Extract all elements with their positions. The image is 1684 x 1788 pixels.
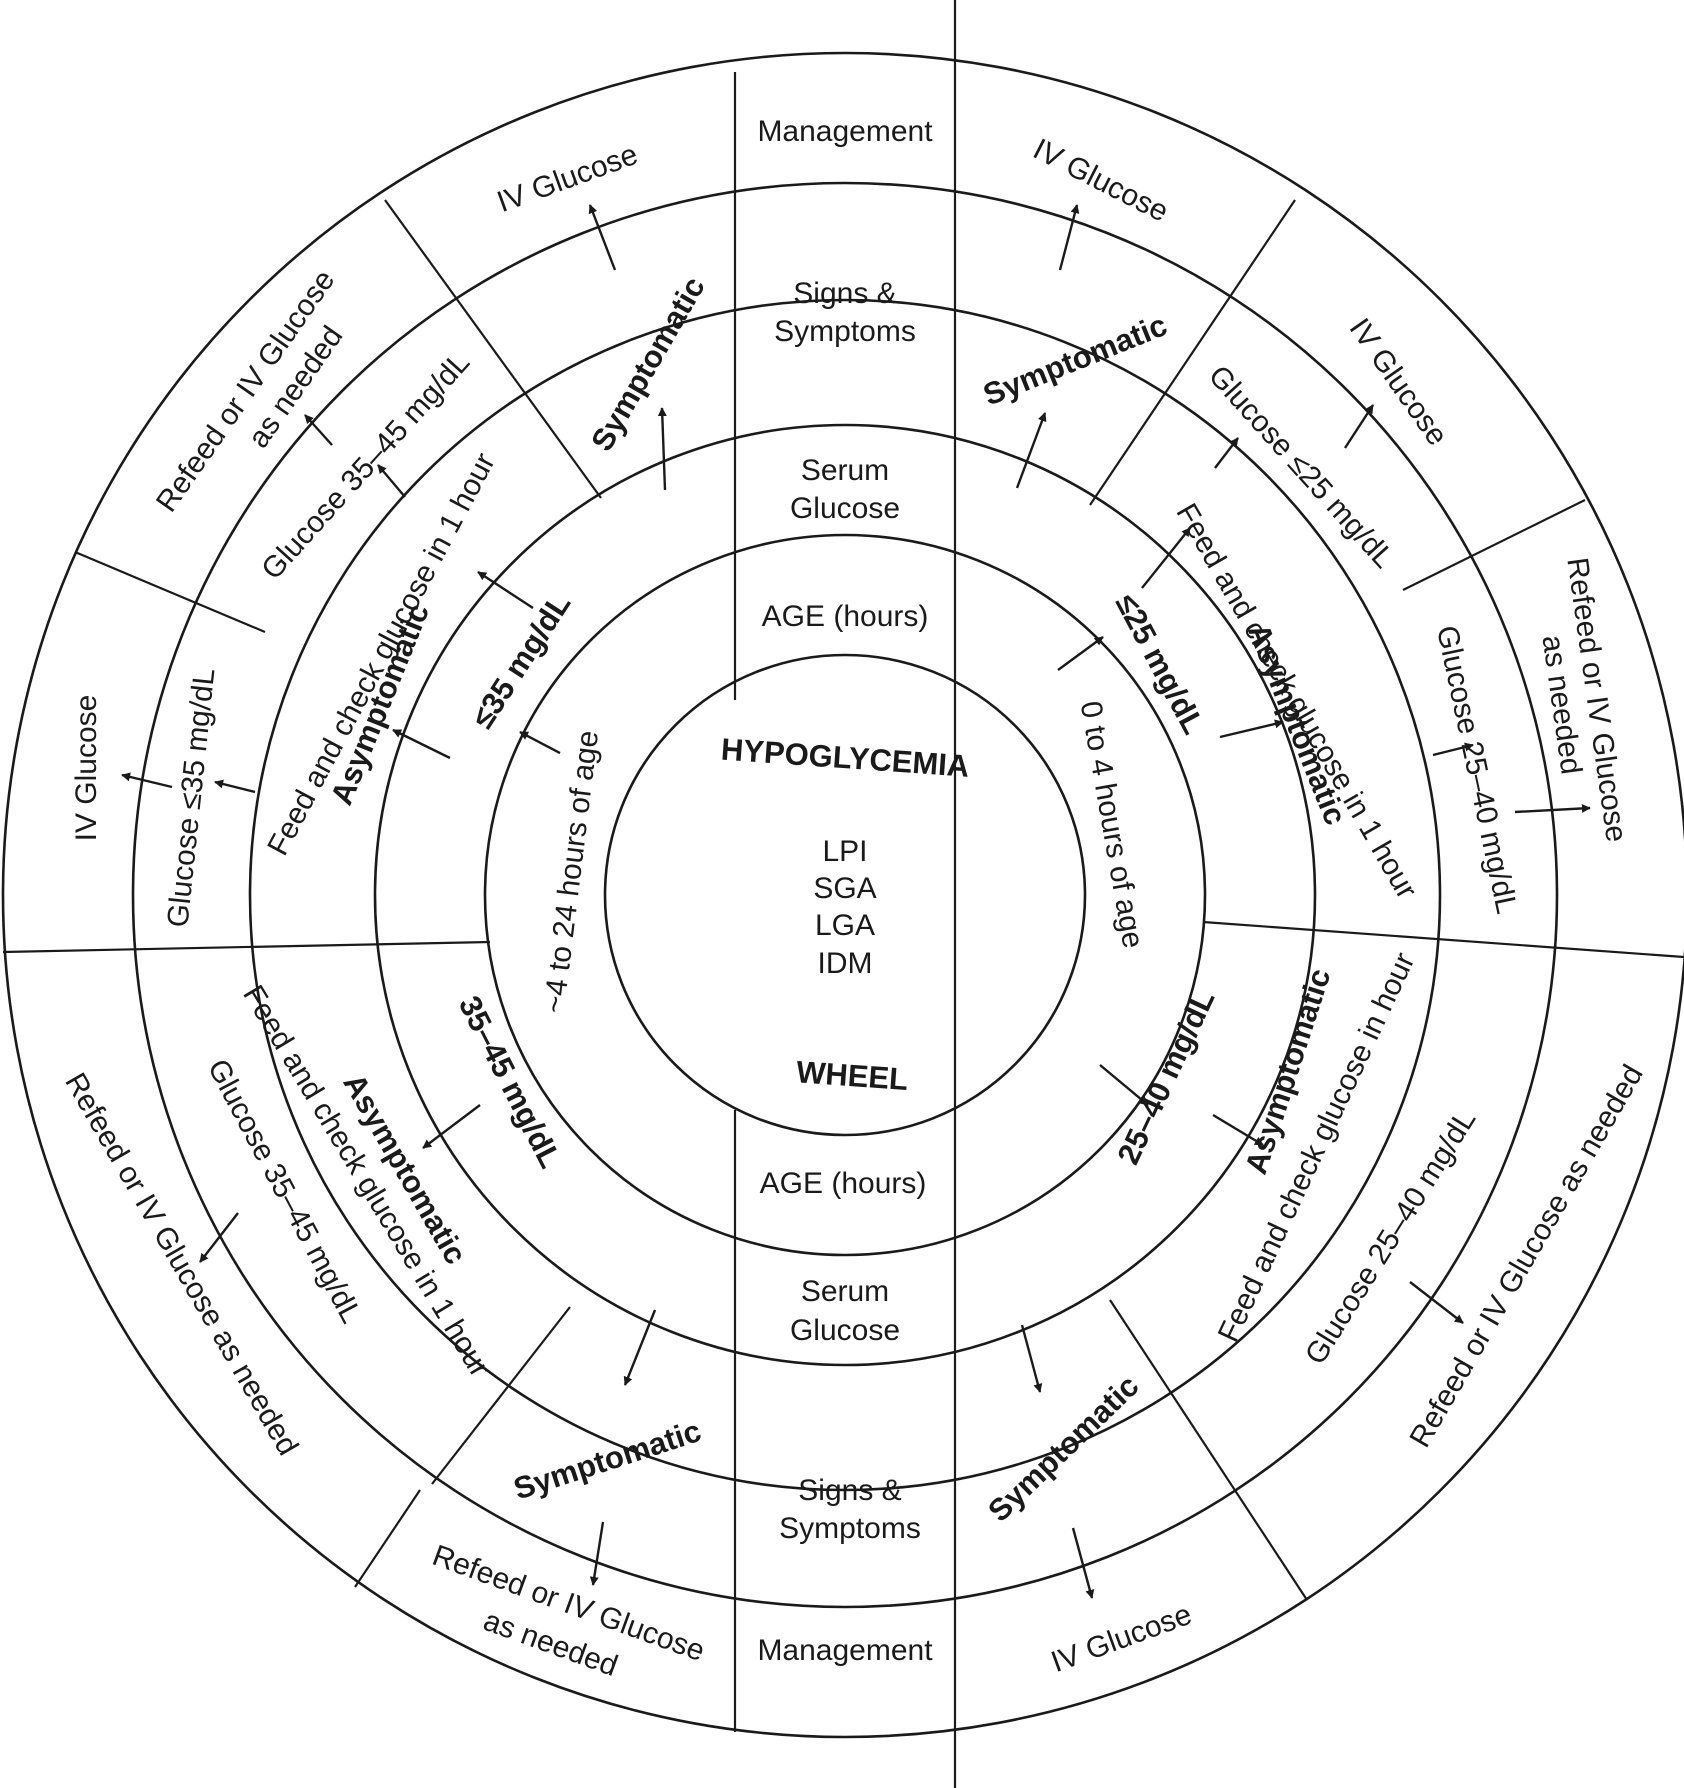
left-upper-feed-check: Feed and check glucose in 1 hour (261, 448, 502, 861)
arrow-right-iv-glucose-upper (1343, 404, 1375, 449)
right-bottom-iv-glucose: IV Glucose (1047, 1598, 1196, 1679)
arrow-right-level-lower (1212, 1113, 1264, 1147)
ring-age (483, 533, 1207, 1257)
left-iv-glucose: IV Glucose (70, 695, 103, 842)
label-age-top: AGE (hours) (762, 600, 929, 633)
arrow-left-asymptomatic-upper (392, 728, 451, 760)
divider-lower-right-a (1109, 1299, 1308, 1601)
left-lower-symptomatic: Symptomatic (509, 1413, 705, 1506)
arrow-left-iv-glucose (121, 772, 173, 789)
arrow-left-level-upper (477, 570, 534, 610)
flow-arrows (121, 204, 1591, 1599)
arrow-right-level-upper (1141, 527, 1191, 589)
center-hub: HYPOGLYCEMIA LPI SGA LGA IDM WHEEL (720, 732, 970, 1097)
arrow-right-serum-down (1020, 1324, 1043, 1393)
label-serum-top-1: Serum (801, 454, 889, 487)
right-upper-glucose-low: Glucose ≤25 mg/dL (1202, 359, 1400, 574)
risk-group-lpi: LPI (822, 835, 867, 868)
left-glucose-low: Glucose ≤35 mg/dL (161, 667, 221, 929)
right-lower-symptomatic: Symptomatic (981, 1368, 1145, 1528)
label-signs-top-1: Signs & (793, 277, 896, 310)
label-age-bottom: AGE (hours) (760, 1167, 927, 1200)
divider-lower-left-a (431, 1306, 571, 1485)
ring-center (603, 653, 1087, 1137)
arrow-right-age-lower (1099, 1064, 1149, 1106)
axis-labels: Management Signs & Symptoms Serum Glucos… (757, 115, 933, 1667)
arrow-right-asymptomatic-upper (1219, 719, 1284, 739)
arrow-right-glucose-low (1214, 437, 1239, 469)
label-serum-bottom-2: Glucose (790, 1314, 900, 1347)
left-age-range: ~4 to 24 hours of age (538, 729, 605, 1015)
arrow-right-serum-up (1015, 412, 1047, 489)
ring-signs (248, 298, 1442, 1492)
risk-group-lga: LGA (815, 909, 875, 942)
ring-outer (1, 51, 1684, 1739)
arrow-left-lower-level (422, 1104, 481, 1149)
label-signs-bottom-1: Signs & (798, 1474, 901, 1507)
label-management-top: Management (757, 115, 933, 148)
arrow-left-age-upper (519, 730, 561, 755)
divider-upper-left-a (384, 199, 602, 499)
arrow-left-serum-up (657, 407, 667, 491)
arrow-right-symptomatic-top (1058, 204, 1080, 271)
arrow-left-symptomatic-top (588, 204, 617, 271)
ring-management (131, 181, 1559, 1609)
label-signs-bottom-2: Symptoms (779, 1512, 921, 1545)
label-serum-top-2: Glucose (790, 492, 900, 525)
right-lower-refeed: Refeed or IV Glucose as needed (1404, 1059, 1650, 1452)
ring-serum (373, 423, 1317, 1367)
arrow-left-symptomatic-bottom (589, 1521, 605, 1586)
arrow-right-symptomatic-bottom (1071, 1527, 1095, 1599)
arrow-right-age-upper (1057, 636, 1104, 671)
left-top-iv-glucose: IV Glucose (493, 138, 642, 219)
arrow-left-feed-upper (377, 464, 406, 498)
right-upper-glucose-range: Glucose 25–40 mg/dL (1430, 623, 1523, 917)
left-lower-level: 35–45 mg/dL (452, 990, 568, 1173)
risk-group-idm: IDM (818, 947, 873, 980)
arrow-left-refeed-lower (199, 1212, 239, 1263)
label-serum-bottom-1: Serum (801, 1275, 889, 1308)
divider-lower-left-b (354, 1489, 421, 1588)
divider-upper-left-b (74, 550, 266, 634)
arrow-right-refeed-lower (1409, 1281, 1464, 1324)
right-lower-level: 25–40 mg/dL (1110, 985, 1221, 1170)
arrow-left-feed-mid (214, 779, 256, 794)
left-upper-symptomatic: Symptomatic (584, 271, 712, 457)
divider-left-horizontal (2, 940, 491, 954)
divider-right-horizontal (1202, 920, 1684, 959)
rings (1, 51, 1684, 1739)
arrow-left-glucose-upper (304, 414, 333, 446)
left-half-4-24-hours: ~4 to 24 hours of age ≤35 mg/dL Asymptom… (58, 138, 712, 1683)
risk-group-sga: SGA (813, 872, 876, 905)
left-upper-level: ≤35 mg/dL (465, 587, 578, 734)
center-title-top: HYPOGLYCEMIA (720, 732, 970, 784)
arrow-right-refeed-upper (1514, 803, 1591, 814)
right-upper-level: ≤25 mg/dL (1109, 588, 1212, 740)
divider-upper-right-b (1402, 499, 1586, 591)
center-title-bottom: WHEEL (795, 1054, 909, 1097)
arrow-right-glucose-range (1432, 742, 1474, 757)
label-management-bottom: Management (757, 1634, 933, 1667)
right-upper-iv-glucose: IV Glucose (1343, 313, 1454, 452)
arrow-left-serum-down (623, 1309, 657, 1386)
divider-upper-right-a (1089, 199, 1296, 506)
label-signs-top-2: Symptoms (774, 315, 916, 348)
